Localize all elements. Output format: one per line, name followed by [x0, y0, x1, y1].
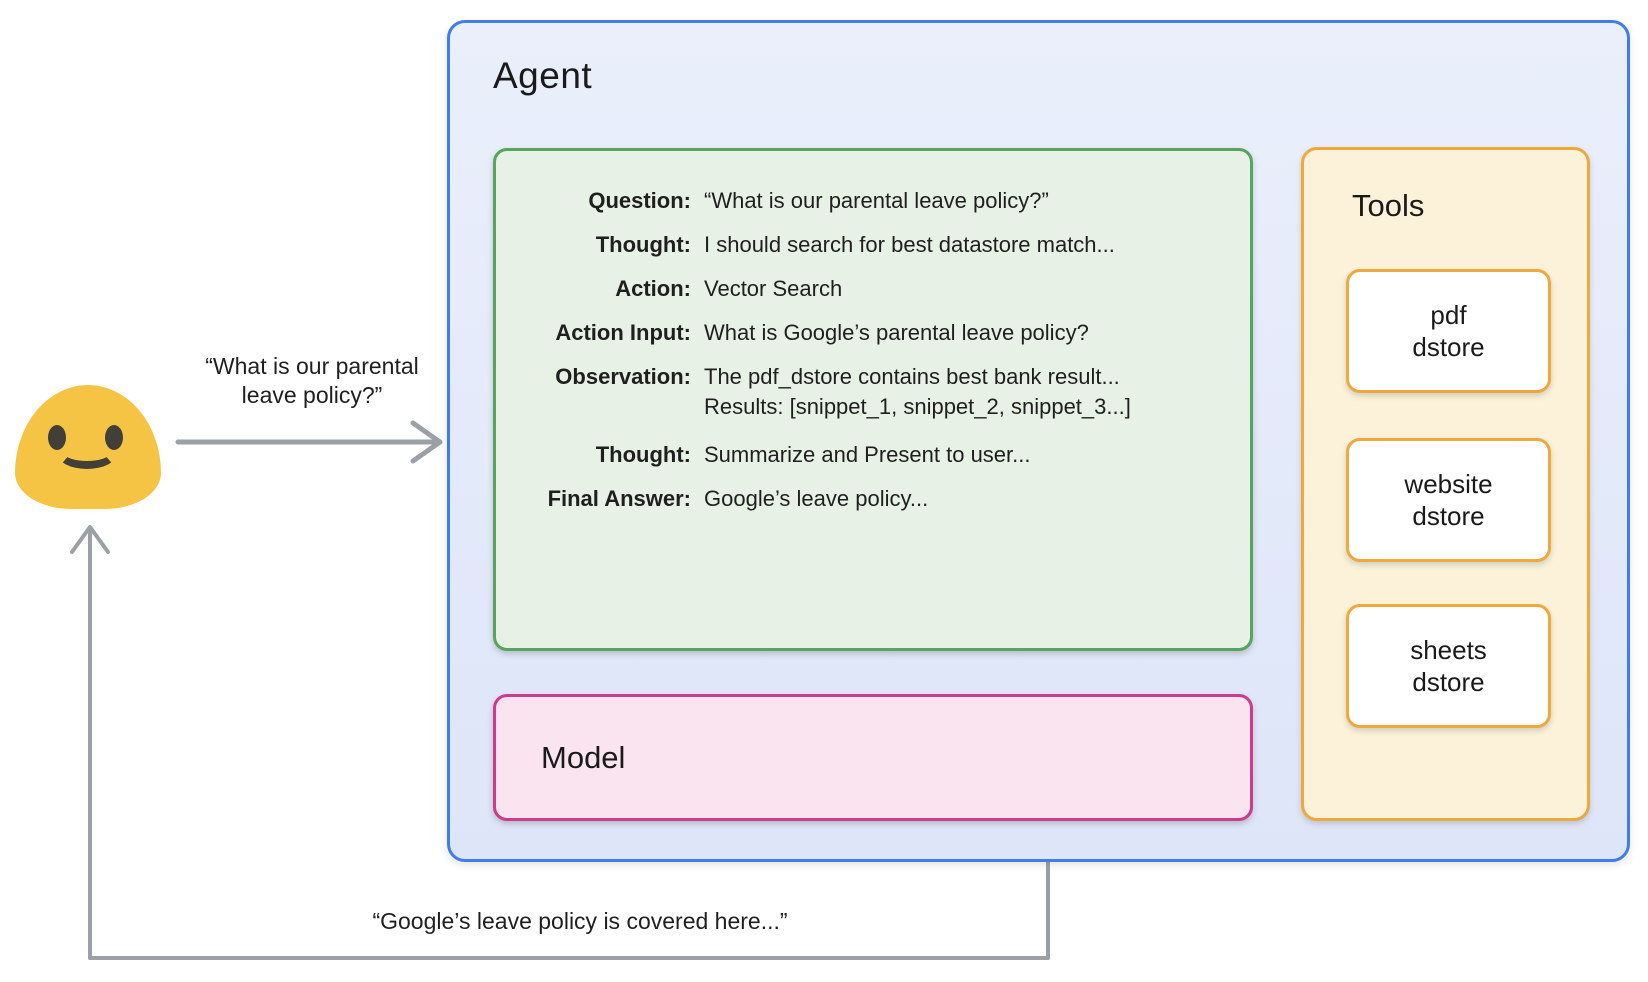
tool-sheets-dstore: sheets dstore — [1346, 604, 1551, 728]
tool-name-line1: pdf — [1430, 300, 1467, 330]
row-value: Google’s leave policy... — [704, 486, 929, 511]
scratchpad-row-final-answer: Final Answer: Google’s leave policy... — [496, 485, 1230, 513]
row-label: Action Input: — [555, 320, 691, 345]
tool-pdf-dstore: pdf dstore — [1346, 269, 1551, 393]
row-label: Action: — [615, 276, 691, 301]
scratchpad-row-observation: Observation: The pdf_dstore contains bes… — [496, 363, 1230, 421]
user-request-line2: leave policy?” — [241, 382, 383, 408]
tool-website-dstore: website dstore — [1346, 438, 1551, 562]
row-value: I should search for best datastore match… — [704, 232, 1115, 257]
row-label: Question: — [588, 188, 691, 213]
tools-panel: Tools pdf dstore website dstore sheets d… — [1301, 147, 1590, 821]
observation-line1: The pdf_dstore contains best bank result… — [704, 364, 1120, 389]
tool-name-line2: dstore — [1412, 332, 1485, 362]
user-request-label: “What is our parental leave policy?” — [172, 352, 452, 410]
row-value: Summarize and Present to user... — [704, 442, 1031, 467]
row-label: Thought: — [595, 232, 691, 257]
user-request-line1: “What is our parental — [205, 353, 419, 379]
tool-name-line1: website — [1404, 469, 1493, 499]
tool-name-line2: dstore — [1412, 667, 1485, 697]
row-value: Vector Search — [704, 276, 843, 301]
scratchpad-row-action-input: Action Input: What is Google’s parental … — [496, 319, 1230, 347]
row-value: What is Google’s parental leave policy? — [704, 320, 1089, 345]
emoji-smile-icon — [57, 437, 117, 469]
model-title: Model — [541, 739, 626, 775]
request-arrow — [175, 420, 443, 464]
row-label: Observation: — [555, 364, 691, 389]
tools-title: Tools — [1352, 188, 1425, 223]
agent-scratchpad: Question: “What is our parental leave po… — [493, 148, 1253, 651]
scratchpad-row-action: Action: Vector Search — [496, 275, 1230, 303]
row-value: “What is our parental leave policy?” — [704, 188, 1049, 213]
agent-container: Agent Question: “What is our parental le… — [447, 20, 1630, 862]
tool-name-line1: sheets — [1410, 635, 1487, 665]
scratchpad-row-thought-2: Thought: Summarize and Present to user..… — [496, 441, 1230, 469]
row-label: Final Answer: — [547, 486, 691, 511]
agent-response-label: “Google’s leave policy is covered here..… — [372, 908, 788, 934]
model-box: Model — [493, 694, 1253, 821]
scratchpad-row-thought-1: Thought: I should search for best datast… — [496, 231, 1230, 259]
row-label: Thought: — [595, 442, 691, 467]
agent-title: Agent — [493, 55, 593, 96]
tool-name-line2: dstore — [1412, 501, 1485, 531]
user-emoji-icon — [15, 385, 161, 509]
scratchpad-row-question: Question: “What is our parental leave po… — [496, 187, 1230, 215]
row-value: The pdf_dstore contains best bank result… — [691, 363, 1131, 421]
observation-line2: Results: [snippet_1, snippet_2, snippet_… — [704, 394, 1131, 419]
